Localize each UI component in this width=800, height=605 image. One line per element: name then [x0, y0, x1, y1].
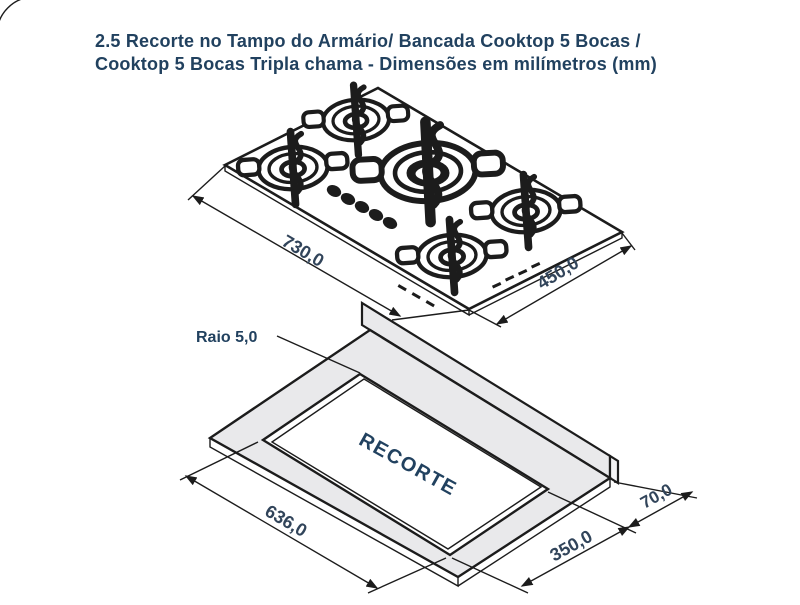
- figure-title: 2.5 Recorte no Tampo do Armário/ Bancada…: [95, 30, 735, 76]
- cutout-inner-wall: [270, 378, 543, 550]
- radius-callout: Raio 5,0: [196, 329, 361, 374]
- countertop-top-face: [207, 328, 613, 579]
- burner-center-extra-ring: [406, 159, 450, 187]
- page-corner-arc: [0, 0, 22, 22]
- dimension-70: 70,0: [613, 480, 698, 528]
- cooktop-width-label: 730,0: [279, 231, 328, 271]
- back-clearance-label: 70,0: [637, 480, 675, 513]
- radius-label: Raio 5,0: [196, 329, 257, 346]
- cutout-isometric-drawing: RECORTE Raio 5,0 636,0 350,0: [179, 301, 698, 594]
- figure-title-line2: Cooktop 5 Bocas Tripla chama - Dimensões…: [95, 54, 657, 74]
- cooktop-isometric-drawing: 730,0 450,0: [187, 78, 636, 328]
- figure-title-line1: 2.5 Recorte no Tampo do Armário/ Bancada…: [95, 31, 641, 51]
